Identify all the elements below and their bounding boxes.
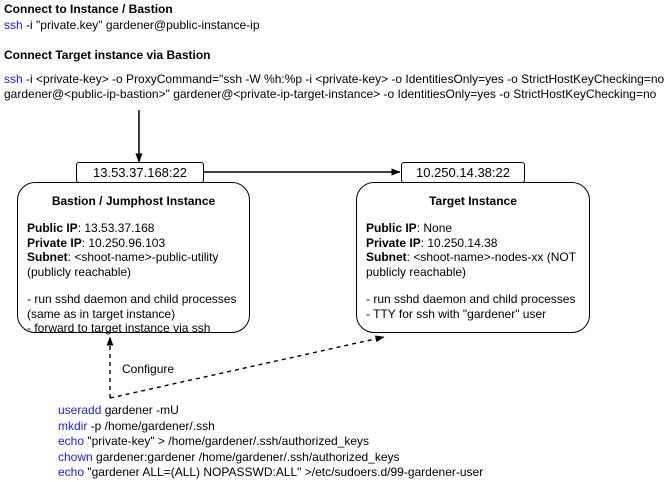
bastion-instance-box: Bastion / Jumphost Instance Public IP: 1… xyxy=(17,182,250,336)
field-value: : <shoot-name>-public-utility xyxy=(67,250,219,264)
target-note-2: - TTY for ssh with "gardener" user xyxy=(366,306,547,321)
script-keyword: useradd xyxy=(58,403,102,417)
section-title-connect-target: Connect Target instance via Bastion xyxy=(4,48,211,62)
bastion-note-3: - forward to target instance via ssh xyxy=(27,321,211,335)
script-line: chown gardener:gardener /home/gardener/.… xyxy=(58,450,483,466)
target-instance-details: Public IP: None Private IP: 10.250.14.38… xyxy=(357,221,589,321)
target-instance-title: Target Instance xyxy=(429,194,517,208)
script-line: useradd gardener -mU xyxy=(58,403,483,419)
bastion-field-private-ip: Private IP: 10.250.96.103 xyxy=(27,236,240,251)
target-port-label: 10.250.14.38:22 xyxy=(401,162,525,183)
script-line: mkdir -p /home/gardener/.ssh xyxy=(58,419,483,435)
command-connect-target-line1: ssh -i <private-key> -o ProxyCommand="ss… xyxy=(4,72,664,87)
command-keyword: ssh xyxy=(4,18,23,32)
field-label: Subnet xyxy=(366,250,407,264)
target-field-private-ip: Private IP: 10.250.14.38 xyxy=(366,236,580,251)
section-title-connect-bastion: Connect to Instance / Bastion xyxy=(4,2,173,16)
field-value: : 10.250.14.38 xyxy=(420,235,498,250)
script-line: echo "private-key" > /home/gardener/.ssh… xyxy=(58,434,483,450)
script-keyword: chown xyxy=(58,449,93,464)
command-connect-target-line2: gardener@<public-ip-bastion>" gardener@<… xyxy=(4,87,656,102)
field-value: : <shoot-name>-nodes-xx (NOT xyxy=(406,250,577,264)
field-label: Public IP xyxy=(27,221,78,235)
script-keyword: mkdir xyxy=(58,418,88,433)
field-value: : 13.53.37.168 xyxy=(77,221,155,235)
command-args: -i <private-key> -o ProxyCommand="ssh -W… xyxy=(22,72,665,86)
configure-edge-label: Configure xyxy=(122,362,175,376)
script-args: -p /home/gardener/.ssh xyxy=(87,418,215,433)
field-label: Private IP xyxy=(27,235,82,250)
command-keyword: ssh xyxy=(4,72,23,86)
target-field-public-ip: Public IP: None xyxy=(366,221,580,236)
bastion-field-reachability: (publicly reachable) xyxy=(27,264,132,279)
configure-script-block: useradd gardener -mU mkdir -p /home/gard… xyxy=(58,403,483,481)
bastion-field-subnet: Subnet: <shoot-name>-public-utility xyxy=(27,250,240,265)
target-note-1: - run sshd daemon and child processes xyxy=(366,292,576,306)
command-args: gardener@<public-ip-bastion>" gardener@<… xyxy=(4,87,657,101)
script-args: gardener -mU xyxy=(101,403,179,417)
target-instance-box: Target Instance Public IP: None Private … xyxy=(356,182,590,333)
target-field-subnet: Subnet: <shoot-name>-nodes-xx (NOT xyxy=(366,250,580,265)
script-keyword: echo xyxy=(58,465,85,479)
script-args: gardener:gardener /home/gardener/.ssh/au… xyxy=(92,449,400,464)
spacer xyxy=(366,279,580,292)
command-connect-bastion: ssh -i "private.key" gardener@public-ins… xyxy=(4,18,260,33)
field-label: Subnet xyxy=(27,250,68,264)
bastion-instance-details: Public IP: 13.53.37.168 Private IP: 10.2… xyxy=(18,221,249,336)
bastion-note-2: (same as in target instance) xyxy=(27,306,176,321)
bastion-note-1: - run sshd daemon and child processes xyxy=(27,292,237,306)
spacer xyxy=(27,279,240,292)
script-args: "gardener ALL=(ALL) NOPASSWD:ALL" >/etc/… xyxy=(84,465,484,479)
script-args: "private-key" > /home/gardener/.ssh/auth… xyxy=(84,434,370,448)
bastion-port-label: 13.53.37.168:22 xyxy=(76,162,204,183)
bastion-instance-title: Bastion / Jumphost Instance xyxy=(51,194,216,208)
bastion-field-public-ip: Public IP: 13.53.37.168 xyxy=(27,221,240,236)
field-label: Public IP xyxy=(366,221,417,235)
target-field-reachability: publicly reachable) xyxy=(366,264,467,279)
script-keyword: echo xyxy=(58,434,85,448)
field-label: Private IP xyxy=(366,235,421,250)
field-value: : 10.250.96.103 xyxy=(81,235,166,250)
command-args: -i "private.key" gardener@public-instanc… xyxy=(22,18,260,32)
script-line: echo "gardener ALL=(ALL) NOPASSWD:ALL" >… xyxy=(58,465,483,481)
field-value: : None xyxy=(416,221,453,235)
